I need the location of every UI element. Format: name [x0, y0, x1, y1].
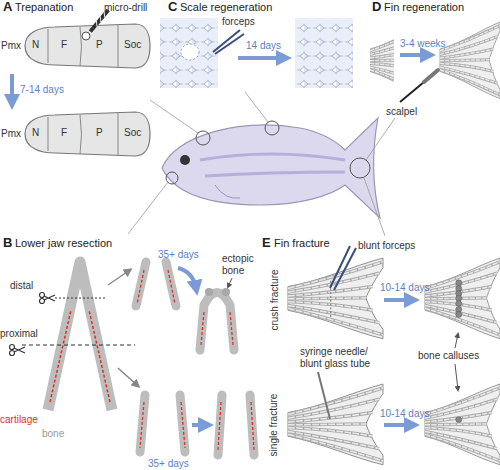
leader-lines [128, 92, 395, 236]
time-arrow [238, 56, 284, 60]
part-label: N [32, 127, 39, 139]
part-label: forceps [222, 16, 255, 28]
scissors [10, 345, 26, 356]
regenerated-fin [440, 22, 500, 99]
forceps [213, 30, 244, 54]
cartilage-line [218, 402, 254, 450]
blunt-forceps [330, 246, 356, 290]
site-circles [166, 121, 370, 184]
distal-stump [136, 262, 176, 306]
time-label: 7-14 days [20, 84, 64, 96]
part-label: P [96, 127, 103, 139]
time-label: 14 days [246, 40, 281, 52]
part-label: F [61, 39, 67, 51]
panel-title: Trepanation [15, 1, 73, 14]
time-label: 3-4 weeks [400, 38, 446, 50]
panel-letter: B [3, 236, 12, 250]
time-arrow [178, 268, 196, 288]
time-label: 10-14 days [380, 282, 429, 294]
panel-letter: A [3, 0, 12, 14]
part-label: crush fracture [268, 269, 280, 330]
proximal-stump [140, 395, 185, 452]
time-label: 35+ days [148, 458, 189, 470]
bone-label: bone [42, 428, 64, 440]
piece-arrow [108, 270, 130, 285]
part-label: Soc [124, 127, 141, 139]
syringe-needle [318, 372, 330, 419]
part-label: F [61, 127, 67, 139]
fish-eye [180, 155, 190, 165]
zebrafish [162, 118, 380, 218]
panel-title: Fin fracture [274, 237, 330, 250]
healed-fin [425, 258, 500, 339]
panel-letter: D [372, 0, 381, 14]
crushed-fin [288, 258, 383, 339]
part-label: ectopic bone [222, 253, 262, 277]
cartilage-line [140, 402, 185, 448]
pointer [455, 364, 458, 390]
scales-after [295, 18, 353, 88]
panel-title: Lower jaw resection [15, 237, 112, 250]
lower-jaw [48, 262, 112, 410]
cartilage-line [201, 312, 233, 345]
removed-scale [181, 44, 199, 60]
scissors [40, 293, 56, 304]
part-label: proximal [0, 328, 38, 340]
drill-hole [82, 32, 90, 40]
proximal-result [218, 395, 254, 455]
part-label: P [96, 39, 103, 51]
cartilage-line [137, 270, 175, 304]
fractured-fin [288, 384, 383, 465]
time-arrow [192, 423, 206, 427]
panel-title: Fin regeneration [384, 1, 464, 14]
scales-before [160, 18, 218, 88]
time-arrow [10, 74, 14, 102]
part-label: distal [10, 280, 33, 292]
panel-letter: C [168, 0, 177, 14]
part-label: bone calluses [418, 350, 479, 362]
part-label: Pmx [1, 40, 21, 52]
cartilage-label: cartilage [0, 414, 38, 426]
fish-stripes [200, 154, 345, 176]
scalpel-blade [400, 82, 424, 102]
regenerated-jaw [200, 293, 234, 351]
panel-letter: E [262, 236, 271, 250]
panel-title: Scale regeneration [180, 1, 272, 14]
time-arrow [384, 423, 412, 427]
time-label: 10-14 days [380, 408, 429, 420]
scalpel-handle [424, 70, 438, 82]
skull-before [25, 24, 150, 68]
cartilage-line [50, 310, 110, 402]
part-label: Pmx [1, 128, 21, 140]
part-label: single fracture [268, 394, 280, 457]
cut-fin [370, 22, 430, 99]
healed-fin [425, 384, 500, 465]
part-label: syringe needle/ blunt glass tube [300, 346, 390, 370]
part-label: blunt forceps [358, 240, 415, 252]
part-label: scalpel [386, 106, 417, 118]
time-label: 35+ days [158, 249, 199, 261]
time-arrow [384, 298, 412, 302]
part-label: Soc [124, 39, 141, 51]
pectoral-fin [215, 185, 240, 198]
proximal-cut [22, 344, 135, 345]
pointer [455, 334, 458, 348]
skull-after [25, 112, 150, 156]
part-label: micro-drill [104, 2, 147, 14]
distal-cut [55, 297, 105, 298]
ectopic-bone [205, 288, 230, 296]
time-arrow [400, 53, 428, 57]
piece-arrow [118, 368, 138, 386]
pointer [228, 278, 232, 287]
part-label: N [32, 39, 39, 51]
